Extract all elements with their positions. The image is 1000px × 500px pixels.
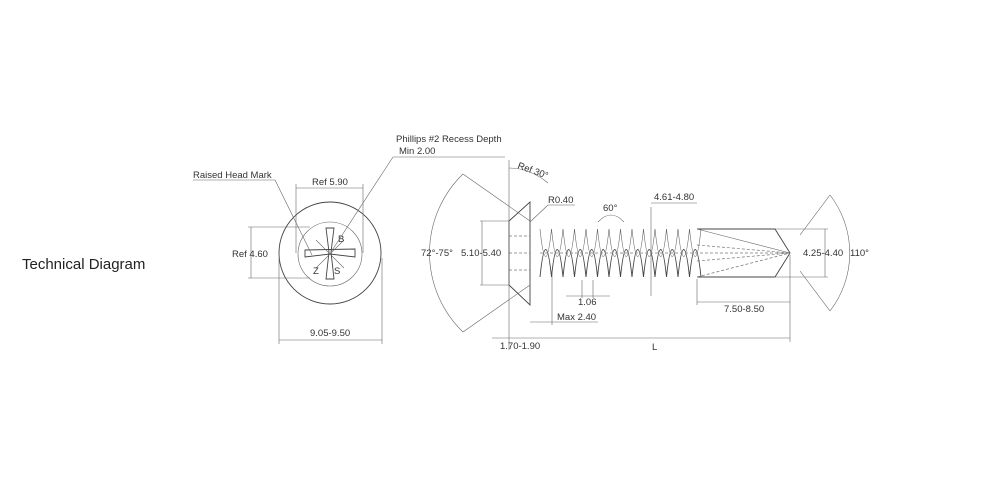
recess-min-label: Min 2.00 <box>399 146 435 157</box>
thread-root <box>608 228 621 257</box>
thread-root <box>654 228 667 257</box>
thread-root <box>631 228 644 257</box>
ref-4-60-label: Ref 4.60 <box>232 249 268 260</box>
thread-root <box>677 228 690 257</box>
thread-root <box>666 228 679 257</box>
thread-root <box>689 228 702 257</box>
head-mark-b: B <box>338 234 344 245</box>
recess-depth-label: Phillips #2 Recess Depth <box>396 134 502 145</box>
phillips-recess-icon <box>304 227 356 280</box>
head-diameter-label: 9.05-9.50 <box>310 328 350 339</box>
raised-head-mark-label: Raised Head Mark <box>193 170 272 181</box>
thread-angle-label: 60° <box>603 203 618 214</box>
tip-angle-label: 110° <box>850 248 869 259</box>
thread-root <box>620 228 633 257</box>
thread-crest <box>654 249 667 278</box>
drill-length-label: 7.50-8.50 <box>724 304 764 315</box>
head-mark-z: Z <box>313 266 319 277</box>
ref-30-label: Ref 30° <box>516 160 550 181</box>
thread-crest <box>608 249 621 278</box>
head-height-label: 1.70-1.90 <box>500 341 540 352</box>
thread-crest <box>689 249 702 278</box>
length-label: L <box>652 342 657 353</box>
thread-root <box>562 228 575 257</box>
r040-label: R0.40 <box>548 195 573 206</box>
thread-root <box>597 228 610 257</box>
thread-crest <box>631 249 644 278</box>
head-mark-s: S <box>334 266 340 277</box>
diagram-caption: Technical Diagram <box>22 256 146 273</box>
thread-crest <box>551 249 564 278</box>
thread-root <box>539 228 552 257</box>
thread-crest <box>585 249 598 278</box>
screw-head-top-view: B S Z Ref 5.90 Ref 4.60 9.05-9.50 Raised… <box>193 134 505 344</box>
thread-crest <box>597 249 610 278</box>
thread-crest <box>643 249 656 278</box>
thread-root <box>585 228 598 257</box>
thread-root <box>574 228 587 257</box>
thread-crest <box>574 249 587 278</box>
ref-5-90-label: Ref 5.90 <box>312 177 348 188</box>
major-dia-label: 4.61-4.80 <box>654 192 694 203</box>
head-dia-label: 5.10-5.40 <box>461 248 501 259</box>
thread-crest <box>562 249 575 278</box>
thread-crest <box>677 249 690 278</box>
max-2-40-label: Max 2.40 <box>557 312 596 323</box>
screw-side-view: 72°-75° 5.10-5.40 Ref 30° R0.40 60° 4.61… <box>421 160 869 353</box>
thread-root <box>551 228 564 257</box>
pitch-label: 1.06 <box>578 297 597 308</box>
thread-crest <box>620 249 633 278</box>
thread-crest <box>539 249 552 278</box>
thread-root <box>643 228 656 257</box>
thread-crest <box>666 249 679 278</box>
head-angle-label: 72°-75° <box>421 248 453 259</box>
drill-dia-label: 4.25-4.40 <box>803 248 843 259</box>
